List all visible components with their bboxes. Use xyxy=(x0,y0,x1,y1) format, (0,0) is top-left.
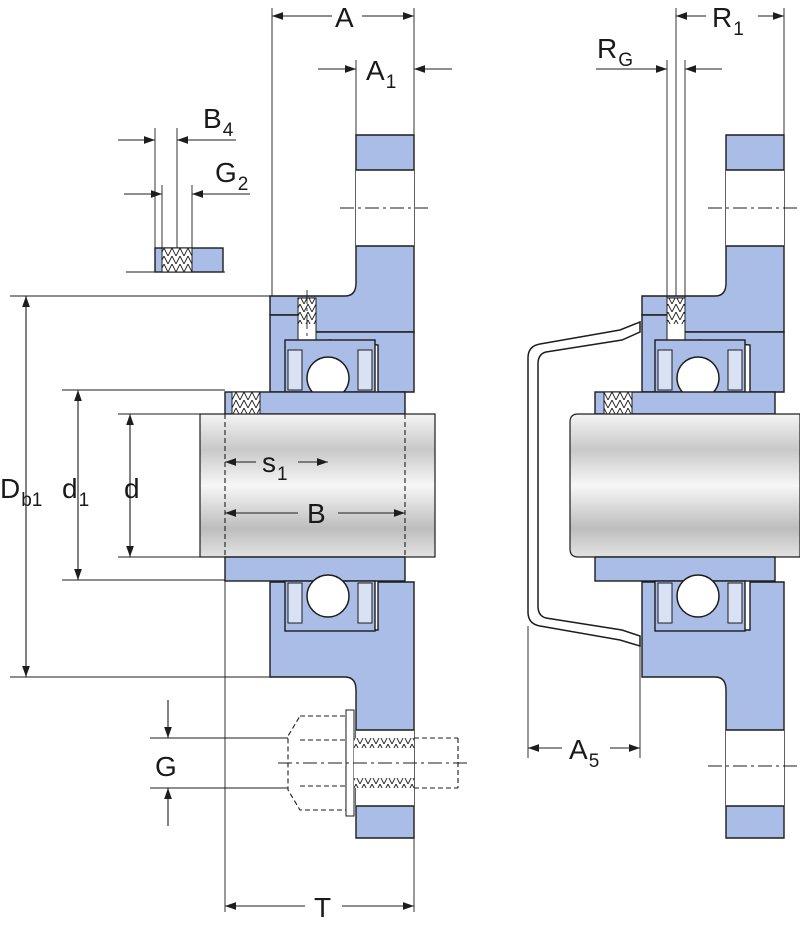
label-Db1: Db1 xyxy=(0,473,42,511)
seal-left-bottom xyxy=(287,582,303,624)
end-cover xyxy=(527,320,641,648)
shaft-right xyxy=(569,413,800,558)
mounting-bolt xyxy=(278,709,468,817)
label-G2: G2 xyxy=(215,157,248,195)
label-B4: B4 xyxy=(203,103,234,141)
label-RG: RG xyxy=(597,33,633,71)
ball-bottom-right xyxy=(676,574,720,618)
label-s1: s1 xyxy=(262,447,288,485)
label-A5: A5 xyxy=(569,734,599,772)
label-d1: d1 xyxy=(62,473,89,511)
label-B: B xyxy=(307,498,326,529)
ball-bottom xyxy=(306,574,350,618)
label-T: T xyxy=(314,892,331,923)
shaft-left xyxy=(199,413,436,558)
seal-right-top xyxy=(357,349,373,391)
inner-ring-bottom xyxy=(224,556,406,582)
left-section-view xyxy=(10,8,468,912)
label-A: A xyxy=(335,2,354,33)
label-R1: R1 xyxy=(712,2,744,40)
label-G: G xyxy=(155,751,177,782)
seal-right-bottom xyxy=(357,582,373,624)
label-d: d xyxy=(124,473,140,504)
set-screw-detail xyxy=(118,128,250,273)
label-A1: A1 xyxy=(366,55,396,93)
seal-left-top xyxy=(287,349,303,391)
right-section-view xyxy=(527,8,800,839)
dimension-labels: A A1 B4 G2 R1 RG Db1 d1 d s1 B G T xyxy=(0,2,744,923)
